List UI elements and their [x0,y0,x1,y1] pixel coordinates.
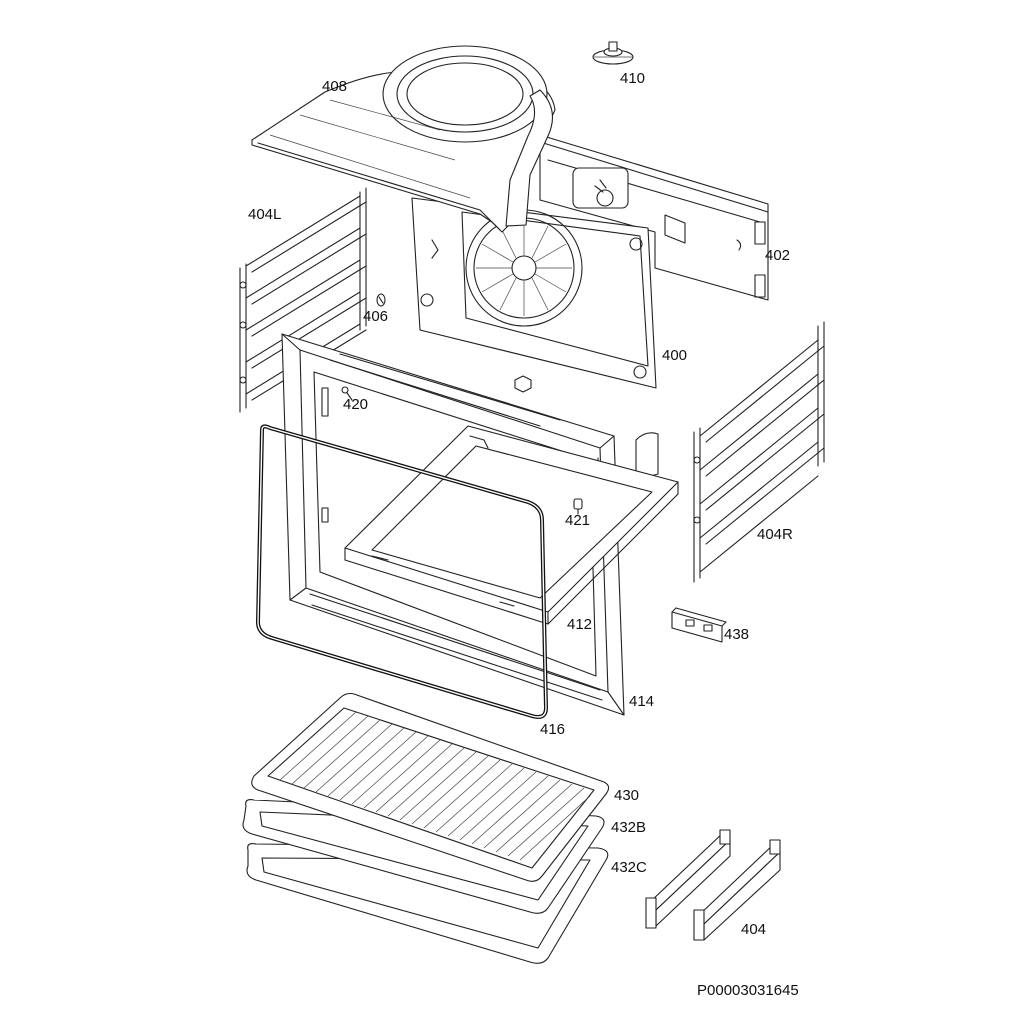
part-400-drawing [411,197,657,389]
part-430-drawing [251,692,610,882]
label-432C: 432C [611,859,647,876]
part-438-drawing [671,607,727,643]
label-438: 438 [724,626,749,643]
part-402-drawing [539,134,769,301]
fan-blades [476,220,572,316]
label-416: 416 [540,721,565,738]
label-414: 414 [629,693,654,710]
label-410: 410 [620,70,645,87]
part-408-drawing [251,45,556,233]
label-402: 402 [765,247,790,264]
grid-wires [279,711,591,861]
label-406: 406 [363,308,388,325]
part-404-drawing [645,829,781,941]
label-420: 420 [343,396,368,413]
label-404: 404 [741,921,766,938]
document-id: P00003031645 [697,982,799,999]
part-406-drawing [376,293,386,307]
label-404L: 404L [248,206,281,223]
part-420-drawing [341,386,353,401]
label-400: 400 [662,347,687,364]
part-416-drawing [256,424,548,719]
label-404R: 404R [757,526,793,543]
label-432B: 432B [611,819,646,836]
label-430: 430 [614,787,639,804]
part-404L-drawing [239,187,367,413]
part-421-drawing [573,498,583,515]
label-412: 412 [567,616,592,633]
label-408: 408 [322,78,347,95]
part-404R-drawing [693,321,825,583]
part-410-drawing [592,41,634,65]
label-421: 421 [565,512,590,529]
